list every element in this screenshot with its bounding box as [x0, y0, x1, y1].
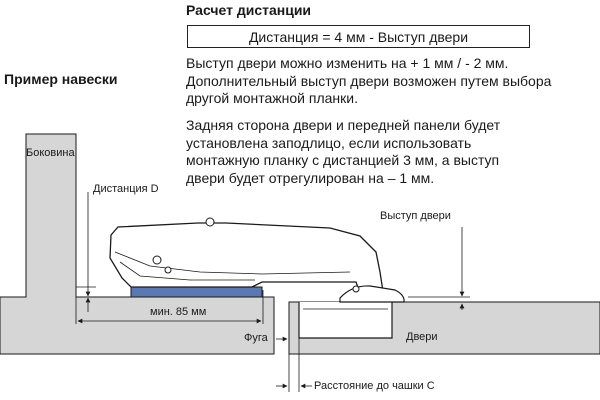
paragraph-line: Задняя сторона двери и передней панели б…	[186, 117, 501, 133]
distance-calc-title: Расчет дистанции	[186, 2, 312, 18]
side-panel-label: Боковина	[26, 147, 75, 159]
paragraph-flush: Задняя сторона двери и передней панели б…	[186, 117, 500, 187]
cup-distance-label: Расстояние до чашки С	[314, 380, 435, 392]
paragraph-line: установлена заподлицо, если использовать	[186, 134, 472, 151]
min-85-label: мин. 85 мм	[150, 306, 207, 318]
door-label: Двери	[406, 331, 438, 343]
distance-formula-box: Дистанция = 4 мм - Выступ двери	[187, 25, 530, 48]
mounting-example-title: Пример навески	[4, 71, 118, 87]
side-panel-shape	[0, 133, 275, 355]
paragraph-line: монтажную планку с дистанцией 3 мм, а вы…	[186, 152, 500, 168]
paragraph-line: Дополнительный выступ двери возможен пут…	[186, 72, 552, 89]
gap-label: Фуга	[244, 332, 268, 344]
paragraph-line: двери будет отрегулирован на – 1 мм.	[186, 169, 435, 186]
hinge-arm-shape	[109, 222, 385, 299]
distance-d-label: Дистанция D	[93, 183, 159, 195]
mounting-plate-shape	[130, 286, 263, 298]
hinge-cup-shape	[298, 302, 393, 339]
paragraph-line: Выступ двери можно изменить на + 1 мм / …	[186, 55, 509, 71]
paragraph-adjustment: Выступ двери можно изменить на + 1 мм / …	[186, 55, 551, 108]
door-protrusion-label: Выступ двери	[380, 210, 451, 222]
paragraph-line: другой монтажной планки.	[186, 90, 358, 106]
